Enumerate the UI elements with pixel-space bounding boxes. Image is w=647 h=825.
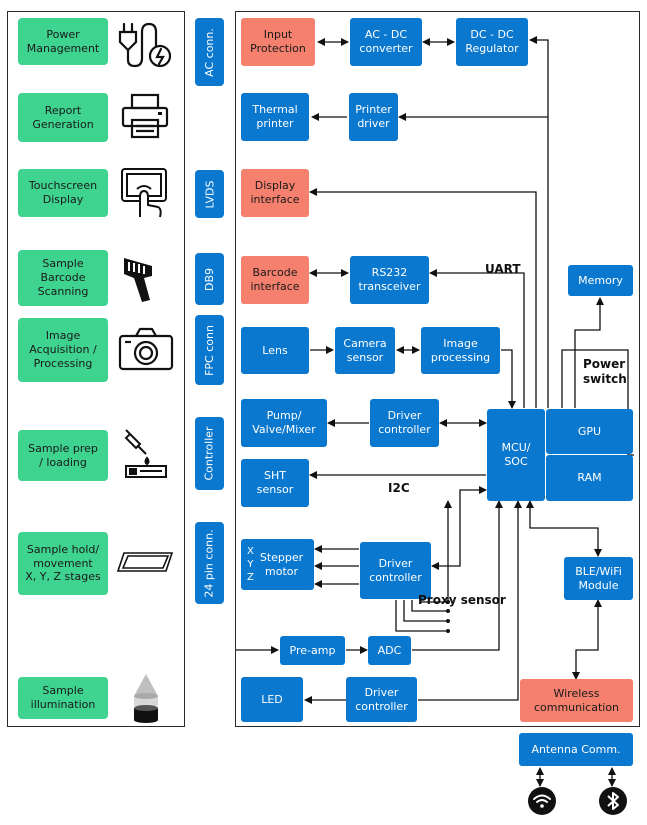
- display-interface-block: Display interface: [241, 169, 309, 217]
- barcode-interface-block: Barcode interface: [241, 256, 309, 304]
- wifi-icon: [528, 787, 556, 815]
- driver-controller-led-block: Driver controller: [346, 677, 417, 722]
- thermal-printer-block: Thermal printer: [241, 93, 309, 141]
- wireless-communication-block: Wireless communication: [520, 679, 633, 722]
- ac-dc-converter-block: AC - DC converter: [350, 18, 422, 66]
- proxy-sensor-label: Proxy sensor: [418, 593, 506, 607]
- mcu-soc-block: MCU/ SOC: [487, 409, 545, 501]
- camera-sensor-block: Camera sensor: [335, 327, 395, 374]
- pump-valve-mixer-block: Pump/ Valve/Mixer: [241, 399, 327, 447]
- ble-wifi-module-block: BLE/WiFi Module: [564, 557, 633, 600]
- power-plug-icon: [118, 22, 172, 68]
- gpu-block: GPU: [546, 409, 633, 454]
- adc-block: ADC: [368, 636, 411, 665]
- connector-lvds: LVDS: [195, 170, 224, 218]
- sht-sensor-block: SHT sensor: [241, 459, 309, 507]
- stepper-motor-label: Stepper motor: [259, 550, 304, 578]
- stepper-motor-block: X Y Z Stepper motor: [241, 539, 314, 590]
- pipette-icon: [124, 429, 167, 478]
- lens-block: Lens: [241, 327, 309, 374]
- app-touchscreen-display: Touchscreen Display: [18, 169, 108, 217]
- uart-label: UART: [485, 262, 521, 276]
- preamp-block: Pre-amp: [280, 636, 345, 665]
- app-power-management: Power Management: [18, 18, 108, 65]
- app-sample-hold: Sample hold/ movement X, Y, Z stages: [18, 532, 108, 595]
- applications-panel: [7, 11, 185, 727]
- light-beam-icon: [134, 674, 158, 723]
- image-processing-block: Image processing: [421, 327, 500, 374]
- app-barcode-scanning: Sample Barcode Scanning: [18, 250, 108, 306]
- connector-fpc: FPC conn: [195, 315, 224, 385]
- barcode-scanner-icon: [124, 258, 152, 302]
- driver-controller-stepper-block: Driver controller: [360, 542, 431, 599]
- memory-block: Memory: [568, 265, 633, 296]
- antenna-comm-block: Antenna Comm.: [519, 733, 633, 766]
- stage-tray-icon: [116, 552, 174, 572]
- dc-dc-regulator-block: DC - DC Regulator: [456, 18, 528, 66]
- app-sample-illumination: Sample illumination: [18, 677, 108, 719]
- system-panel: [235, 11, 640, 727]
- i2c-label: I2C: [388, 481, 410, 495]
- touchscreen-hand-icon: [121, 168, 167, 218]
- bluetooth-icon: [599, 787, 627, 815]
- stepper-axes-label: X Y Z: [247, 546, 254, 583]
- app-image-acquisition: Image Acquisition / Processing: [18, 318, 108, 382]
- rs232-transceiver-block: RS232 transceiver: [350, 256, 429, 304]
- connector-controller: Controller: [195, 417, 224, 490]
- printer-icon: [121, 93, 169, 139]
- app-report-generation: Report Generation: [18, 93, 108, 142]
- ram-block: RAM: [546, 455, 633, 501]
- driver-controller-pump-block: Driver controller: [370, 399, 439, 447]
- connector-24pin: 24 pin conn.: [195, 522, 224, 604]
- connector-ac: AC conn.: [195, 18, 224, 86]
- printer-driver-block: Printer driver: [349, 93, 398, 141]
- input-protection-block: Input Protection: [241, 18, 315, 66]
- camera-icon: [118, 327, 174, 371]
- connector-db9: DB9: [195, 253, 224, 305]
- power-switch-label: Power switch: [583, 357, 627, 386]
- led-block: LED: [241, 677, 303, 722]
- app-sample-prep: Sample prep / loading: [18, 430, 108, 481]
